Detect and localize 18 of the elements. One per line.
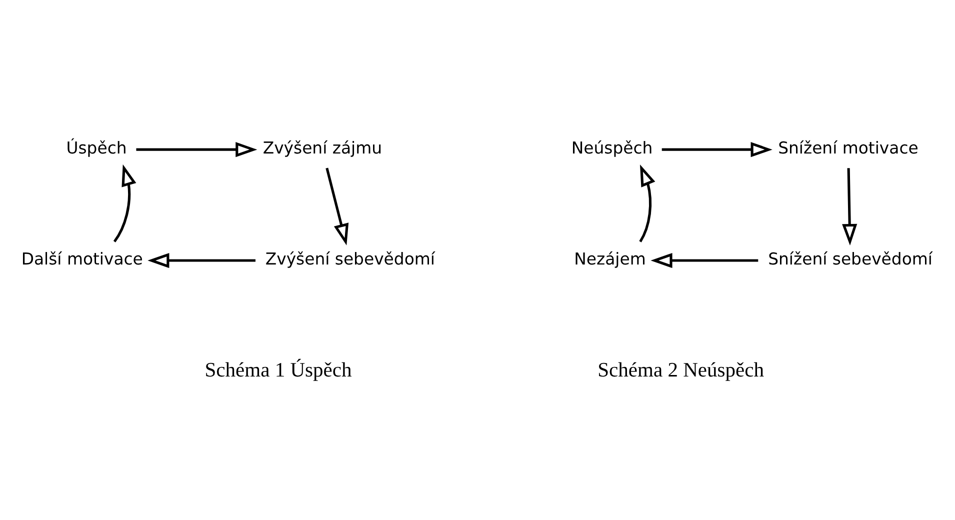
arrow <box>113 164 136 242</box>
arrow <box>650 252 758 268</box>
arrow <box>326 167 349 245</box>
label: Schéma 1 Úspěch <box>204 359 352 382</box>
node-text: Neúspěch <box>571 138 653 157</box>
arrow <box>136 142 258 157</box>
arrow <box>842 168 858 246</box>
arrow <box>639 164 656 242</box>
node-text: Zvýšení zájmu <box>262 138 382 157</box>
node-text: Snížení motivace <box>778 138 918 157</box>
arrow <box>662 142 772 157</box>
node-text: Další motivace <box>21 248 143 268</box>
arrow <box>148 252 256 268</box>
label: Schéma 2 Neúspěch <box>598 359 764 382</box>
node-text: Úspěch <box>66 138 127 157</box>
node-text: Zvýšení sebevědomí <box>265 248 435 268</box>
node-text: Nezájem <box>574 248 646 268</box>
node-text: Snížení sebevědomí <box>768 248 932 268</box>
